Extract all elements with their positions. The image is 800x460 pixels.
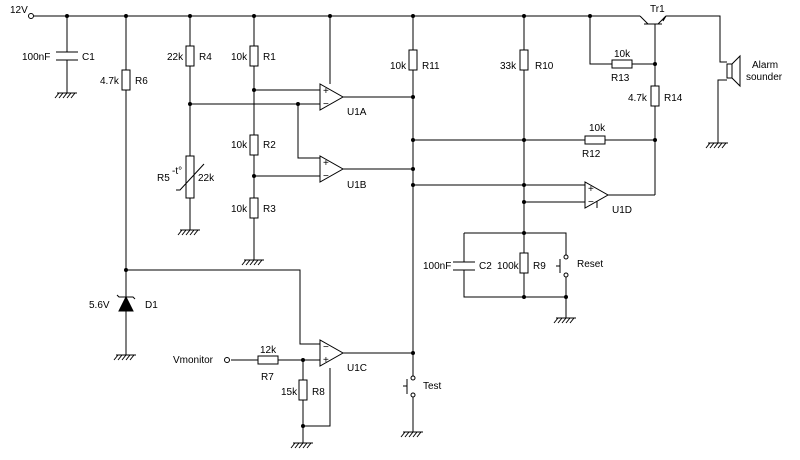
tr1-name: Tr1 [650,4,665,15]
u1b-plus-sign: + [323,158,329,169]
resistor-r3 [249,197,259,219]
u1d-name: U1D [612,205,632,216]
opamp-u1b: + − [319,155,345,183]
r9-name: R9 [533,261,546,272]
resistor-r7 [257,355,279,365]
r12-name: R12 [582,149,601,160]
capacitor-c1 [56,51,78,61]
ground-icon [553,317,576,324]
c2-value: 100nF [423,261,451,272]
resistor-r13 [611,59,633,69]
resistor-r14 [650,85,660,107]
ground-icon [54,92,77,99]
r10-value: 33k [500,61,517,72]
transistor-tr1 [639,15,667,32]
resistors [121,45,660,401]
ground-icon [177,229,200,236]
u1d-minus-sign: − [588,197,594,208]
ground-icon [705,142,728,149]
r3-value: 10k [231,204,248,215]
resistor-r12 [584,135,606,145]
reset-label: Reset [577,259,603,270]
r4-name: R4 [199,52,212,63]
wiring [34,15,727,443]
r1-value: 10k [231,52,248,63]
c2-name: C2 [479,261,492,272]
ground-icon [241,259,264,266]
r7-name: R7 [261,372,274,383]
u1a-name: U1A [347,107,367,118]
r2-name: R2 [263,140,276,151]
r5-name: R5 [157,173,170,184]
u1c-name: U1C [347,363,367,374]
r8-name: R8 [312,387,325,398]
u1b-minus-sign: − [323,171,329,182]
u1d-plus-sign: + [588,184,594,195]
alarm-label-line1: Alarm [752,60,778,71]
resistor-r2 [249,134,259,156]
r14-value: 4.7k [628,93,648,104]
r13-name: R13 [611,73,630,84]
u1a-minus-sign: − [323,99,329,110]
resistor-r8 [298,379,308,401]
ground-icon [290,442,313,449]
junctions [65,14,657,428]
r7-value: 12k [260,345,277,356]
ground-icon [400,431,423,438]
r8-value: 15k [281,387,298,398]
r6-name: R6 [135,76,148,87]
resistor-r10 [519,49,529,71]
r4-value: 22k [167,52,184,63]
r11-value: 10k [390,61,407,72]
thermistor-r5 [176,155,205,199]
component-labels: 12V 100nF C1 4.7k R6 22k R4 10k R1 10k R… [10,4,783,398]
resistor-r6 [121,69,131,91]
r10-name: R10 [535,61,554,72]
u1c-plus-sign: + [323,355,329,366]
r13-value: 10k [614,49,631,60]
d1-value: 5.6V [89,300,110,311]
opamp-u1d: + − [584,181,610,209]
resistor-r1 [249,45,259,67]
u1c-minus-sign: − [323,342,329,353]
r5-value: 22k [198,173,215,184]
vmonitor-label: Vmonitor [173,355,214,366]
alarm-sounder-icon [726,54,741,88]
resistor-r11 [408,49,418,71]
r9-value: 100k [497,261,520,272]
ground-icons [54,92,728,449]
u1b-name: U1B [347,180,367,191]
capacitor-c2 [453,261,475,271]
supply-terminal [28,13,34,19]
r3-name: R3 [263,204,276,215]
r5-temperature-mark: -t° [172,166,182,177]
ground-icon [113,354,136,361]
zener-diode-d1 [116,294,136,312]
resistor-r4 [185,45,195,67]
test-switch [403,375,416,398]
alarm-label-line2: sounder [746,72,783,83]
resistor-r9 [519,252,529,274]
r11-name: R11 [422,61,440,72]
r6-value: 4.7k [100,76,120,87]
opamp-u1a: + − [319,83,345,111]
supply-voltage-label: 12V [10,5,28,16]
vmonitor-terminal [224,357,230,363]
reset-switch [556,254,569,278]
test-label: Test [423,381,442,392]
c1-value: 100nF [22,52,50,63]
d1-name: D1 [145,300,158,311]
r12-value: 10k [589,123,606,134]
c1-name: C1 [82,52,95,63]
r14-name: R14 [664,93,683,104]
u1a-plus-sign: + [323,86,329,97]
r2-value: 10k [231,140,248,151]
opamp-u1c: − + [319,339,345,367]
r1-name: R1 [263,52,276,63]
